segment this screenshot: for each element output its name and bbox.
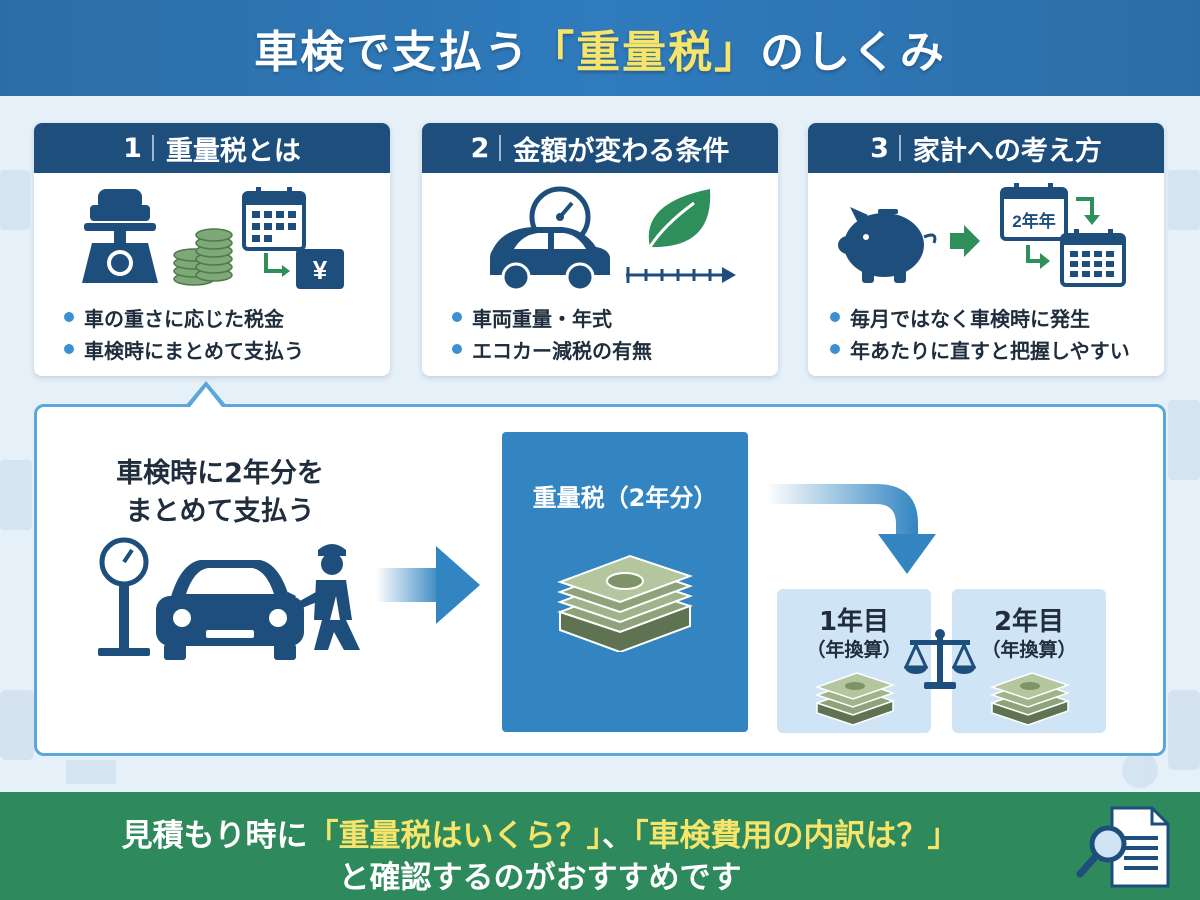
card-illustration xyxy=(490,186,736,292)
card-title: 家計への考え方 xyxy=(912,135,1102,167)
yen-symbol: ¥ xyxy=(313,255,328,285)
weight-tax-2year-box: 重量税（2年分） xyxy=(502,432,748,732)
card-household-budget: 3 家計への考え方 2年年 xyxy=(808,123,1164,376)
list-item: エコカー減税の有無 xyxy=(452,333,652,365)
title-suffix: のしくみ xyxy=(760,27,946,78)
balance-scale-icon xyxy=(903,629,977,689)
money-stack-icon xyxy=(556,554,694,652)
card-header-divider xyxy=(499,135,502,161)
car-inspection-illustration xyxy=(98,537,360,660)
card-number: 3 xyxy=(870,132,889,164)
money-stack-icon xyxy=(989,672,1071,726)
calendar-yen-icon: ¥ xyxy=(242,187,344,289)
scale-gauge-icon xyxy=(98,537,150,656)
footer-banner xyxy=(0,792,1200,900)
list-item: 車の重さに応じた税金 xyxy=(64,301,304,333)
card-number: 2 xyxy=(470,132,490,164)
card-bullet-list: 毎月ではなく車検時に発生 年あたりに直すと把握しやすい xyxy=(830,301,1130,365)
list-item: 車両重量・年式 xyxy=(452,301,652,333)
card-number: 1 xyxy=(123,132,142,164)
card-title: 重量税とは xyxy=(165,135,301,167)
card-what-is-weight-tax: 1 重量税とは xyxy=(34,123,390,376)
card-price-conditions: 2 金額が変わる条件 車両重量・年式 xyxy=(422,123,778,376)
timeline-arrow-icon xyxy=(626,267,736,283)
title-highlight: 「重量税」 xyxy=(530,27,761,78)
year-2-subtitle: （年換算） xyxy=(981,639,1077,661)
calendar-monthly-icon xyxy=(1060,229,1126,287)
list-item: 年あたりに直すと把握しやすい xyxy=(830,333,1130,365)
document-search-icon xyxy=(1076,806,1170,888)
piggy-bank-icon xyxy=(838,207,937,283)
car-on-scale-icon xyxy=(82,189,158,283)
year-1-box: 1年目 （年換算） xyxy=(777,589,931,733)
page-title: 車検で支払う「重量税」のしくみ xyxy=(254,16,946,80)
card-header-divider xyxy=(151,135,154,161)
payment-caption-line2: まとめて支払う xyxy=(125,496,315,527)
year-1-title: 1年目 xyxy=(818,607,890,637)
card-bullet-list: 車の重さに応じた税金 車検時にまとめて支払う xyxy=(64,301,304,365)
card-bullet-list: 車両重量・年式 エコカー減税の有無 xyxy=(452,301,652,365)
weight-tax-label: 重量税（2年分） xyxy=(532,484,718,512)
curved-arrow-icon xyxy=(766,484,936,574)
coin-stack-icon xyxy=(173,228,233,286)
footer-question-1: 「重量税はいくら？」 xyxy=(307,818,603,854)
panel-pointer-inner xyxy=(190,387,222,407)
card-header: 2 金額が変わる条件 xyxy=(422,123,778,173)
arrow-right-icon xyxy=(376,546,480,624)
footer-question-2: 「車検費用の内訳は？」 xyxy=(633,818,959,854)
arrow-right-icon xyxy=(950,225,980,257)
calendar-2year-icon: 2年年 xyxy=(1000,183,1100,269)
year-1-subtitle: （年換算） xyxy=(806,639,902,661)
card-title: 金額が変わる条件 xyxy=(513,135,730,167)
list-item: 毎月ではなく車検時に発生 xyxy=(830,301,1130,333)
car-front-icon xyxy=(156,560,304,660)
header-banner: 車検で支払う「重量税」のしくみ xyxy=(0,0,1200,96)
footer-advice-line1: 見積もり時に「重量税はいくら？」、「車検費用の内訳は？」 xyxy=(121,818,959,854)
car-gauge-icon xyxy=(490,186,610,292)
calendar-label: 2年年 xyxy=(1012,211,1055,231)
year-2-title: 2年目 xyxy=(993,607,1065,637)
title-prefix: 車検で支払う xyxy=(254,27,531,78)
payment-caption-line1: 車検時に2年分を xyxy=(116,458,324,489)
list-item: 車検時にまとめて支払う xyxy=(64,333,304,365)
card-header: 3 家計への考え方 xyxy=(808,123,1164,173)
card-header-divider xyxy=(898,135,901,161)
year-2-box: 2年目 （年換算） xyxy=(952,589,1106,733)
card-header: 1 重量税とは xyxy=(34,123,390,173)
money-stack-icon xyxy=(814,672,896,726)
mechanic-icon xyxy=(284,544,360,650)
leaf-icon xyxy=(648,189,711,248)
payment-caption: 車検時に2年分を まとめて支払う xyxy=(90,455,350,531)
card-illustration: ¥ xyxy=(82,187,344,289)
footer-advice-line2: と確認するのがおすすめです xyxy=(338,860,742,896)
card-illustration: 2年年 xyxy=(838,183,1126,287)
